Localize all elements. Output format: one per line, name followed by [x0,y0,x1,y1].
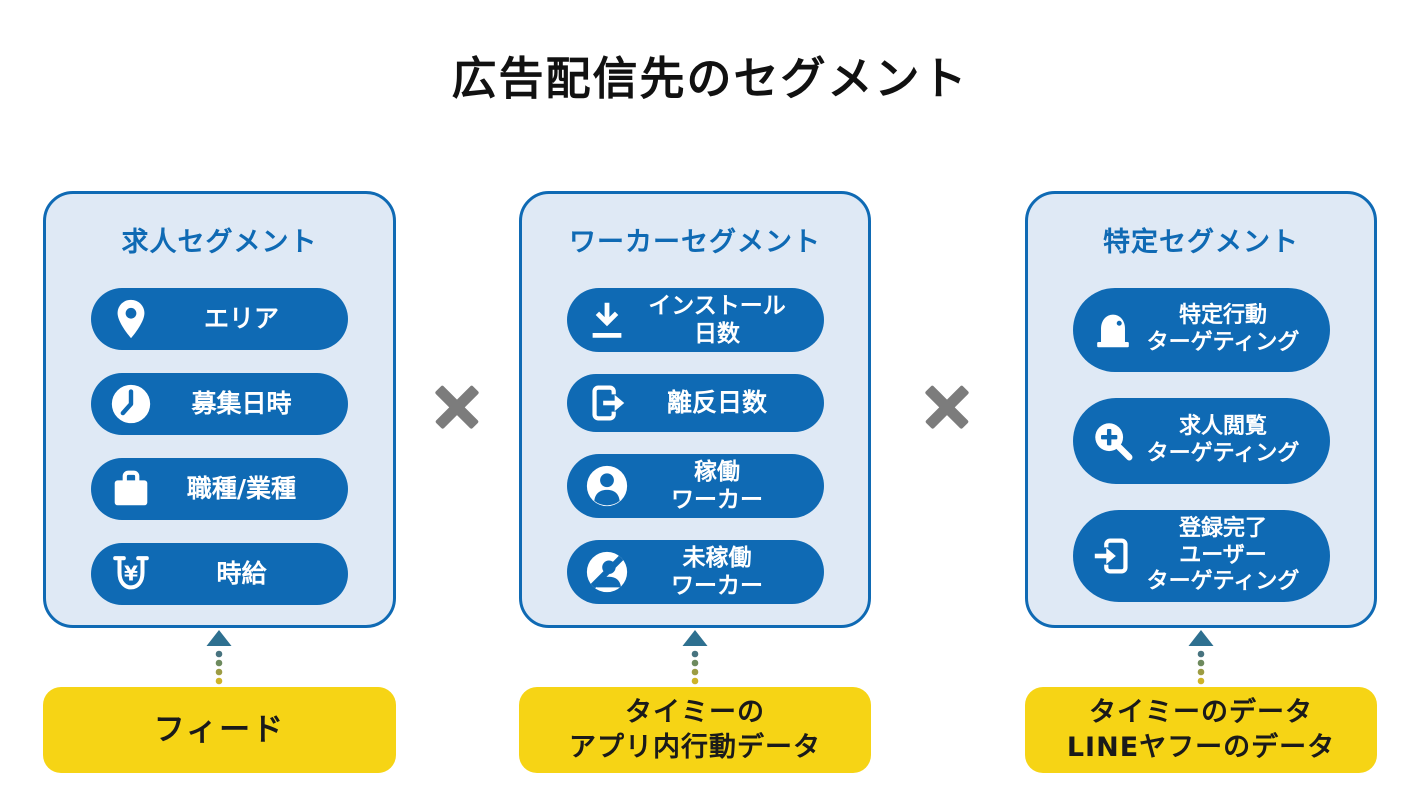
card-title: 求人セグメント [121,227,318,258]
dome-icon [1089,306,1137,354]
page-title: 広告配信先のセグメント [451,52,969,105]
pill-label: 時給 [216,558,267,588]
pill-label: 登録完了 ユーザー ターゲティング [1146,515,1300,595]
clock-icon [107,380,155,428]
card-title: 特定セグメント [1103,227,1299,258]
search-plus-icon [1089,417,1137,465]
logout-icon [583,379,631,427]
login-icon [1089,532,1137,580]
pill-label: 離反日数 [666,387,767,417]
pill-label: 募集日時 [191,388,292,418]
pill-list: エリア 募集日時 職種/業種 [46,288,393,605]
inactive-worker-icon [583,548,631,596]
pill-registered-user-targeting: 登録完了 ユーザー ターゲティング [1072,510,1330,602]
briefcase-icon [107,465,155,513]
pill-inactive-worker: 未稼働 ワーカー [566,540,824,604]
card-specific-segment: 特定セグメント 特定行動 ターゲティング [1025,191,1377,628]
up-arrow-dotted [682,630,708,685]
pill-label: 未稼働 ワーカー [671,544,763,599]
pill-list: インストール 日数 離反日数 [522,288,868,604]
multiply-icon [437,387,477,427]
pill-area: エリア [91,288,348,350]
data-source-feed: フィード [43,687,396,773]
pill-recruit-datetime: 募集日時 [91,373,348,435]
pill-hourly-wage: ¥ 時給 [91,543,348,605]
pill-install-days: インストール 日数 [566,288,824,352]
pill-job-view-targeting: 求人閲覧 ターゲティング [1072,398,1330,484]
up-arrow-dotted [1188,630,1214,685]
pill-label: インストール 日数 [648,292,786,347]
pill-churn-days: 離反日数 [566,374,824,432]
svg-text:¥: ¥ [124,562,138,586]
data-source-app-behavior: タイミーの アプリ内行動データ [519,687,871,773]
pill-list: 特定行動 ターゲティング 求人閲覧 ターゲティング [1028,288,1374,602]
location-pin-icon [107,295,155,343]
card-worker-segment: ワーカーセグメント インストール 日数 離反 [519,191,871,628]
pill-label: エリア [203,303,279,333]
pill-specific-action-targeting: 特定行動 ターゲティング [1072,288,1330,372]
pill-label: 求人閲覧 ターゲティング [1146,414,1300,466]
multiply-icon [927,387,967,427]
pill-label: 稼働 ワーカー [671,458,763,513]
download-icon [583,296,631,344]
active-worker-icon [583,462,631,510]
card-title: ワーカーセグメント [569,227,821,258]
pill-label: 特定行動 ターゲティング [1146,303,1300,355]
data-source-timee-line-yahoo: タイミーのデータ LINEヤフーのデータ [1025,687,1377,773]
up-arrow-dotted [206,630,232,685]
yen-purse-icon: ¥ [107,550,155,598]
pill-job-industry: 職種/業種 [91,458,348,520]
pill-label: 職種/業種 [186,473,297,503]
pill-active-worker: 稼働 ワーカー [566,454,824,518]
card-job-segment: 求人セグメント エリア 募集日時 [43,191,396,628]
